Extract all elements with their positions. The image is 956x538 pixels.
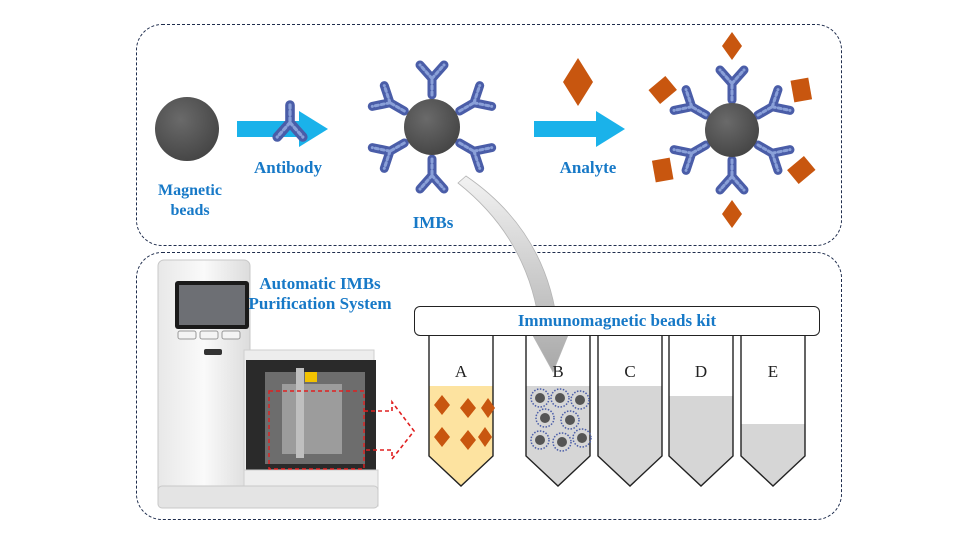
magnetic-beads-label: Magnetic beads: [158, 182, 222, 219]
analyte-label: Analyte: [559, 158, 617, 177]
tube-e-label: E: [767, 362, 779, 381]
top-panel: [136, 24, 842, 246]
tube-d: [668, 336, 734, 487]
imbs-label: IMBs: [412, 213, 454, 232]
tube-b: [525, 336, 592, 487]
kit-title: Immunomagnetic beads kit: [414, 306, 820, 336]
tube-a-label: A: [454, 362, 468, 381]
system-label: Automatic IMBs Purification System: [248, 274, 392, 313]
tube-c: [597, 336, 663, 487]
imb-analyte-complex-icon: [648, 32, 816, 228]
arrow-analyte: [534, 111, 625, 147]
tube-b-label: B: [552, 362, 564, 381]
imb-icon: [372, 65, 491, 189]
curved-arrow: [457, 175, 571, 373]
tube-d-label: D: [694, 362, 708, 381]
bottom-panel: [136, 252, 842, 520]
purification-instrument: [157, 259, 379, 509]
analyte-icon: [563, 58, 593, 106]
tube-a: [428, 336, 495, 487]
magnetic-bead: [155, 97, 219, 161]
antibody-label: Antibody: [253, 158, 323, 177]
dashed-red-arrow: [364, 399, 416, 462]
tube-c-label: C: [624, 362, 636, 381]
tube-e: [740, 336, 806, 487]
